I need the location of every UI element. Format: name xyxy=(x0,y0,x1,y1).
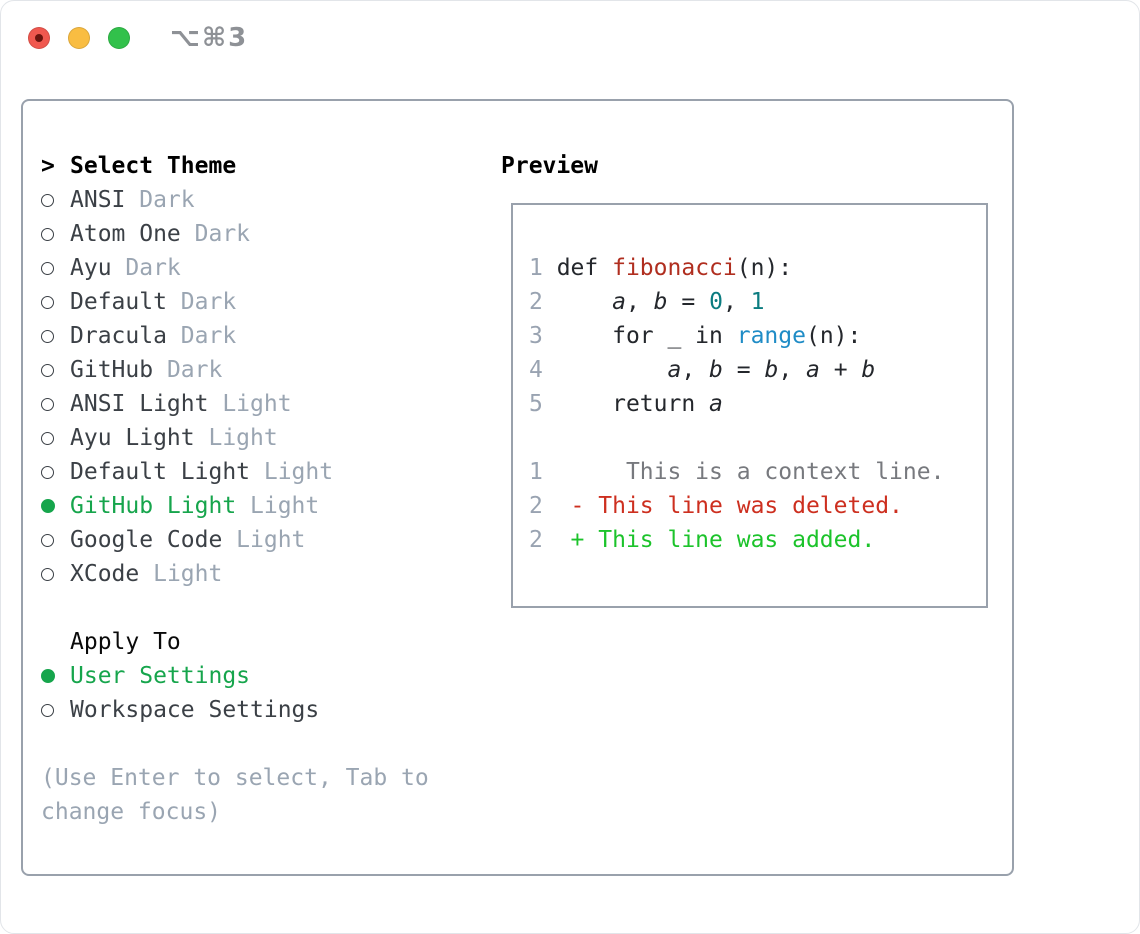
theme-name: Ayu xyxy=(70,255,112,281)
radio-icon xyxy=(41,567,70,581)
hint-text-line: change focus) xyxy=(41,795,429,829)
theme-variant: Dark xyxy=(180,289,237,315)
code-line: 3 for _ in range(n): xyxy=(529,323,862,349)
theme-option-github-light[interactable]: GitHub Light Light xyxy=(41,489,429,523)
apply-to-header: Apply To xyxy=(41,625,429,659)
theme-name: GitHub xyxy=(70,357,154,383)
radio-icon xyxy=(41,703,70,717)
radio-icon xyxy=(41,397,70,411)
theme-variant: Light xyxy=(236,527,306,553)
theme-name: XCode xyxy=(70,561,140,587)
apply-option-user-settings[interactable]: User Settings xyxy=(41,659,429,693)
theme-variant: Dark xyxy=(125,255,181,281)
spacer-row xyxy=(41,727,429,761)
code-line: 1 This is a context line. xyxy=(529,459,945,485)
titlebar: ⌥⌘3 xyxy=(1,1,1139,75)
hint-text: (Use Enter to select, Tab to xyxy=(41,765,429,791)
theme-option-atom-one[interactable]: Atom One Dark xyxy=(41,217,429,251)
radio-icon xyxy=(41,261,70,275)
code-line: 1 def fibonacci(n): xyxy=(529,255,793,281)
window-title: ⌥⌘3 xyxy=(170,23,249,53)
preview-label: Preview xyxy=(501,153,598,179)
radio-selected-icon xyxy=(41,669,70,683)
minimize-button[interactable] xyxy=(68,27,90,49)
preview-header: Preview xyxy=(501,149,988,183)
theme-option-ayu-light[interactable]: Ayu Light Light xyxy=(41,421,429,455)
theme-name: ANSI xyxy=(70,187,126,213)
theme-option-default-light[interactable]: Default Light Light xyxy=(41,455,429,489)
theme-option-dracula[interactable]: Dracula Dark xyxy=(41,319,429,353)
theme-variant: Light xyxy=(222,391,292,417)
apply-to-label: Apply To xyxy=(70,629,181,655)
theme-variant: Dark xyxy=(139,187,195,213)
preview-column: Preview 1 def fibonacci(n): 2 a, b = 0, 1… xyxy=(501,149,988,608)
hint-text-line: (Use Enter to select, Tab to xyxy=(41,761,429,795)
select-theme-header: > Select Theme xyxy=(41,149,429,183)
theme-name: Dracula xyxy=(70,323,167,349)
code-line: 2 + This line was added. xyxy=(529,527,876,553)
radio-icon xyxy=(41,363,70,377)
theme-name: Default Light xyxy=(70,459,251,485)
code-line: 2 - This line was deleted. xyxy=(529,493,903,519)
radio-icon xyxy=(41,329,70,343)
prompt-icon: > xyxy=(41,153,55,179)
radio-icon xyxy=(41,533,70,547)
theme-variant: Dark xyxy=(166,357,223,383)
zoom-button[interactable] xyxy=(108,27,130,49)
theme-variant: Dark xyxy=(194,221,251,247)
radio-icon xyxy=(41,295,70,309)
theme-option-default[interactable]: Default Dark xyxy=(41,285,429,319)
theme-variant: Dark xyxy=(180,323,237,349)
theme-name: GitHub Light xyxy=(70,493,237,519)
theme-name: Ayu Light xyxy=(70,425,195,451)
code-line xyxy=(529,421,978,455)
radio-selected-icon xyxy=(41,499,70,513)
code-line: 4 a, b = b, a + b xyxy=(529,357,876,383)
theme-variant: Light xyxy=(208,425,278,451)
theme-name: Atom One xyxy=(70,221,181,247)
theme-name: Google Code xyxy=(70,527,223,553)
hint-text: change focus) xyxy=(41,799,222,825)
theme-option-github[interactable]: GitHub Dark xyxy=(41,353,429,387)
theme-option-ansi[interactable]: ANSI Dark xyxy=(41,183,429,217)
apply-option-label: User Settings xyxy=(70,663,251,689)
apply-option-workspace-settings[interactable]: Workspace Settings xyxy=(41,693,429,727)
theme-option-google-code[interactable]: Google Code Light xyxy=(41,523,429,557)
select-theme-label: Select Theme xyxy=(70,153,237,179)
theme-name: ANSI Light xyxy=(70,391,209,417)
spacer-row xyxy=(41,591,429,625)
theme-variant: Light xyxy=(263,459,334,485)
radio-icon xyxy=(41,431,70,445)
preview-box: 1 def fibonacci(n): 2 a, b = 0, 1 3 for _ … xyxy=(511,203,988,608)
theme-variant: Light xyxy=(153,561,223,587)
radio-icon xyxy=(41,193,70,207)
theme-variant: Light xyxy=(250,493,320,519)
theme-name: Default xyxy=(70,289,167,315)
code-line: 2 a, b = 0, 1 xyxy=(529,289,765,315)
theme-option-xcode[interactable]: XCode Light xyxy=(41,557,429,591)
theme-option-ansi-light[interactable]: ANSI Light Light xyxy=(41,387,429,421)
close-button[interactable] xyxy=(28,27,50,49)
apply-option-label: Workspace Settings xyxy=(70,697,320,723)
radio-icon xyxy=(41,227,70,241)
code-line: 5 return a xyxy=(529,391,723,417)
theme-option-ayu[interactable]: Ayu Dark xyxy=(41,251,429,285)
radio-icon xyxy=(41,465,70,479)
